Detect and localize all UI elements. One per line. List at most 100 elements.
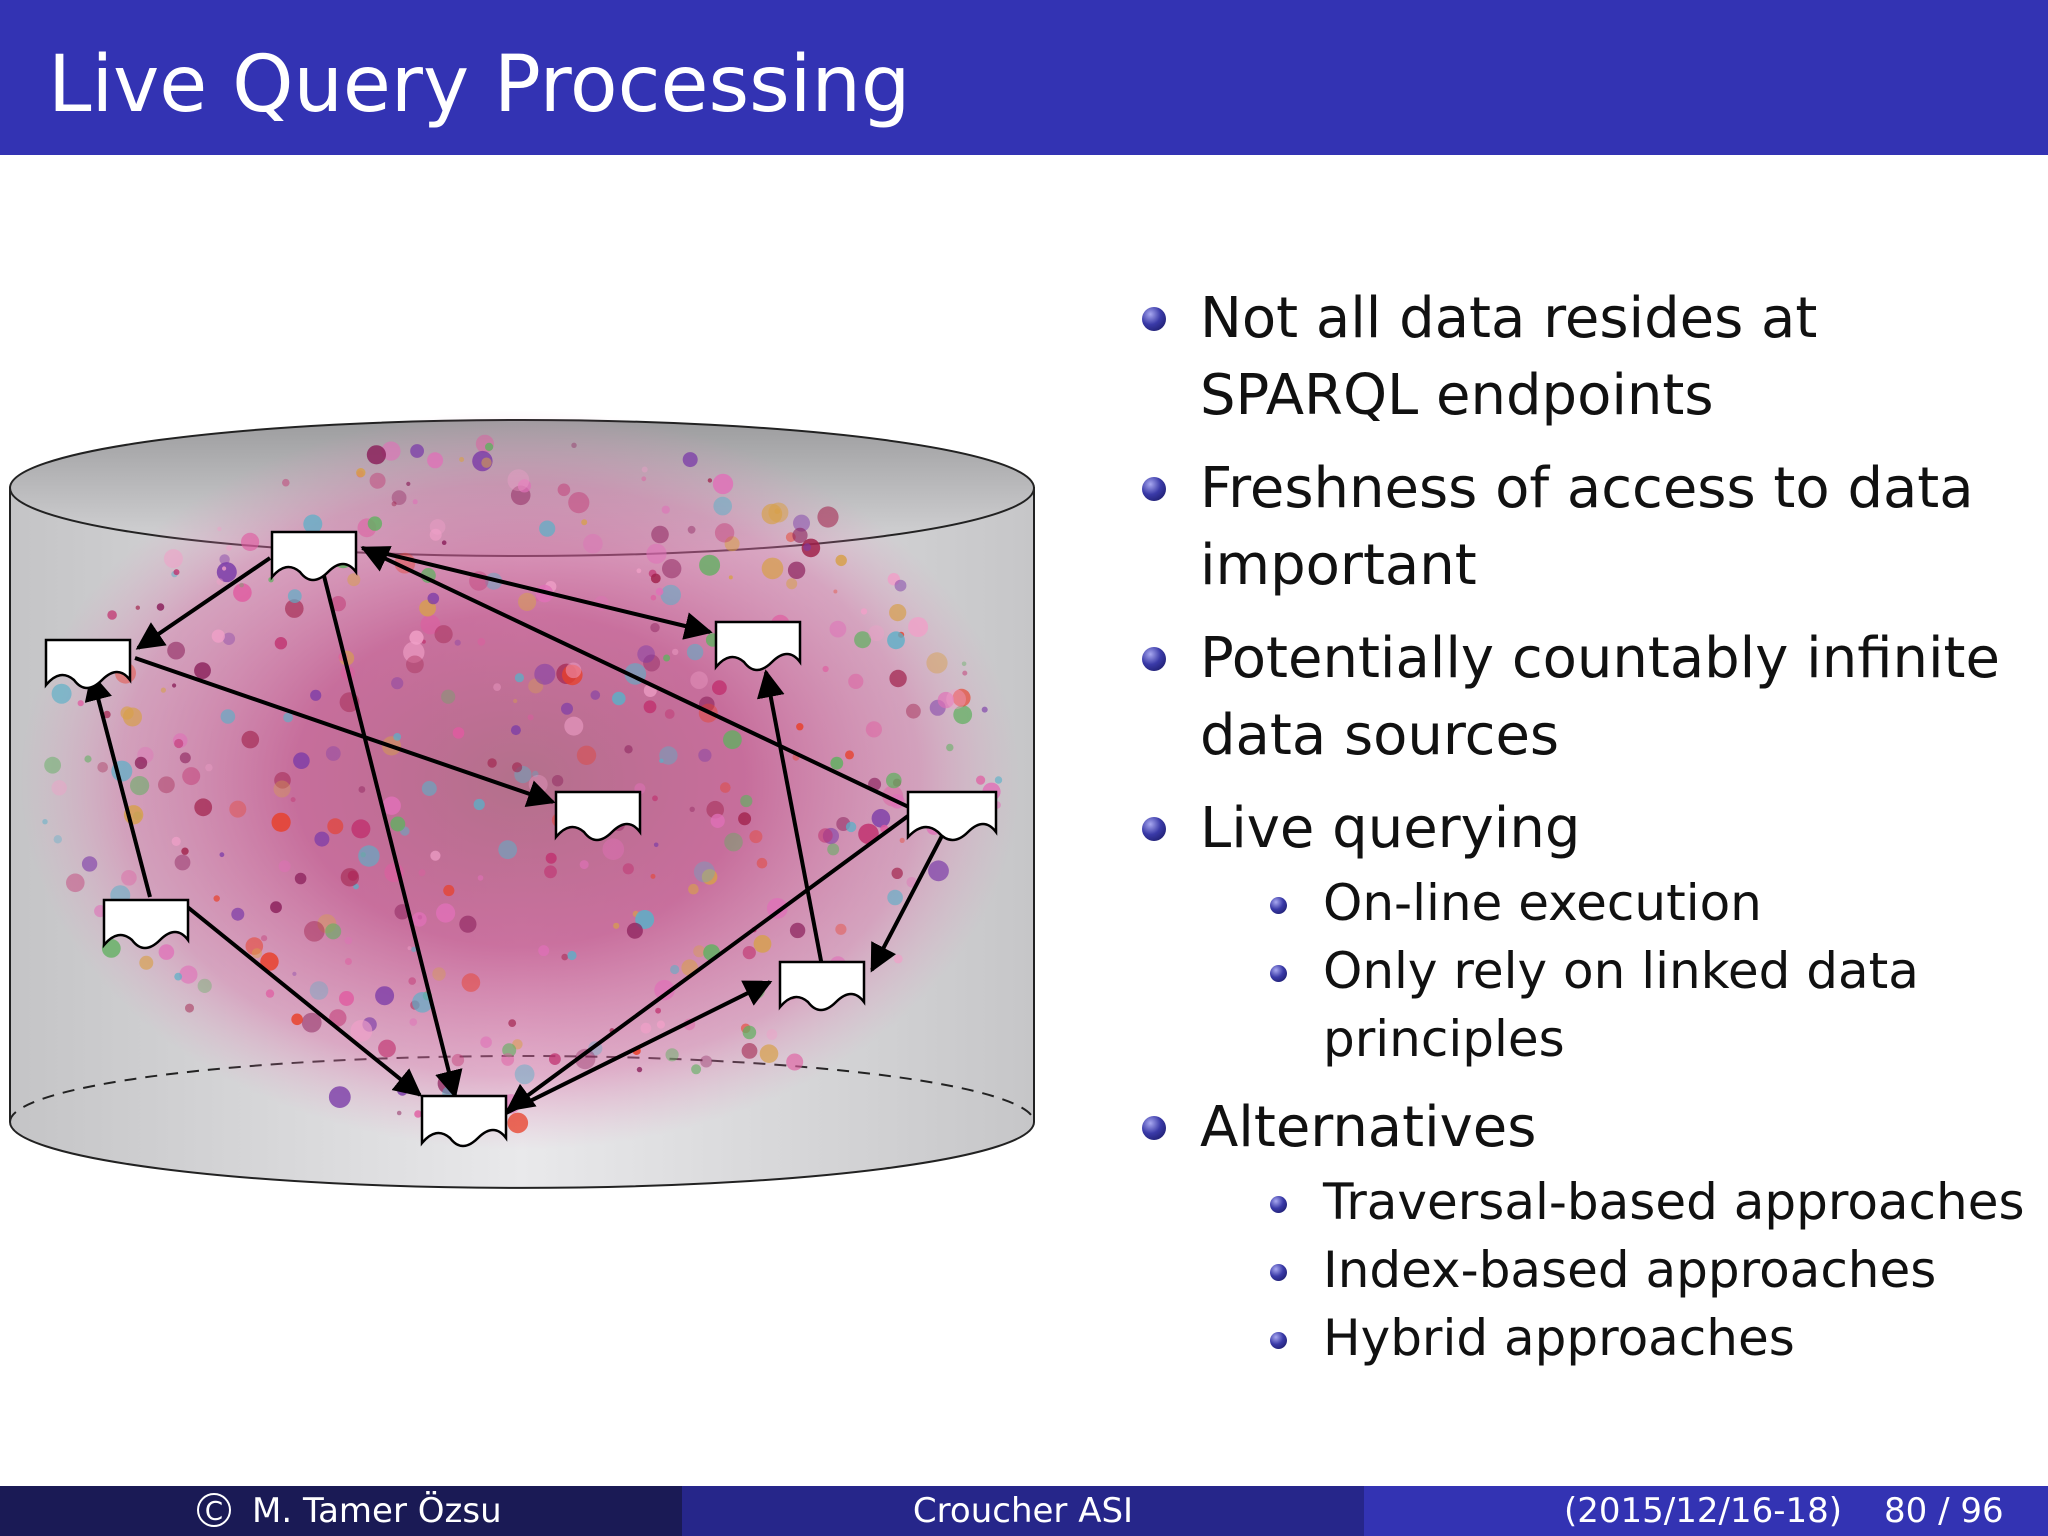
cloud-node (229, 800, 247, 818)
cloud-node (251, 948, 262, 959)
cloud-node (643, 700, 657, 714)
cloud-node (643, 654, 661, 672)
cloud-node (691, 1064, 702, 1075)
cloud-node (222, 566, 227, 571)
cloud-node (158, 944, 175, 960)
document-icon (778, 960, 866, 1012)
cloud-node (501, 1053, 515, 1066)
sub-bullet-text: Hybrid approaches (1323, 1309, 1795, 1367)
cloud-node (749, 830, 763, 844)
cloud-node (216, 578, 224, 585)
cloud-node (420, 614, 441, 635)
cloud-node (310, 689, 322, 701)
cloud-node (344, 958, 352, 965)
footer-page-number: 80 / 96 (1884, 1491, 2004, 1531)
document-icon (714, 620, 802, 672)
document-icon (906, 790, 998, 842)
cloud-node (412, 499, 418, 505)
footer-author: M. Tamer Özsu (252, 1491, 502, 1531)
cloud-node (477, 875, 484, 881)
cloud-node (976, 775, 986, 785)
cloud-node (84, 755, 92, 763)
cloud-node (194, 662, 211, 679)
cloud-node (576, 745, 597, 765)
cloud-node (135, 605, 140, 610)
bullet-item: Freshness of access to data important (1130, 450, 2030, 604)
cloud-node (432, 967, 446, 981)
cloud-node (408, 977, 417, 985)
cloud-node (700, 1055, 713, 1068)
cloud-node (894, 579, 907, 592)
cloud-node (682, 452, 698, 468)
cloud-node (886, 772, 902, 789)
cloud-node (565, 662, 582, 679)
cloud-node (498, 840, 518, 860)
cloud-node (532, 770, 539, 778)
cloud-node (612, 691, 626, 706)
cloud-node (871, 809, 891, 828)
cloud-node (42, 819, 48, 825)
cloud-node (411, 946, 417, 953)
cloud-node (77, 700, 84, 707)
cloud-node (761, 557, 784, 580)
cloud-node (689, 806, 695, 812)
cloud-node (179, 965, 198, 984)
bullet-ball-icon (1270, 897, 1287, 914)
cloud-node (270, 901, 282, 914)
cloud-node (613, 922, 620, 929)
cloud-node (81, 856, 98, 872)
cloud-node (436, 903, 456, 923)
sub-bullet-text: Index-based approaches (1323, 1241, 1937, 1299)
sub-bullet-item: Hybrid approaches (1130, 1304, 2030, 1372)
bullet-ball-icon (1270, 965, 1287, 982)
footer-date: (2015/12/16-18) (1564, 1491, 1843, 1531)
cloud-node (590, 690, 601, 700)
cloud-node (887, 889, 903, 906)
sub-bullet-text: Traversal-based approaches (1323, 1173, 2025, 1231)
cloud-node (274, 772, 291, 789)
cloud-node (962, 670, 968, 676)
bullet-ball-icon (1142, 817, 1166, 841)
cloud-node (622, 863, 634, 875)
cloud-node (786, 1053, 804, 1071)
cloud-node (889, 669, 907, 688)
cloud-node (637, 645, 655, 663)
cloud-node (194, 798, 213, 817)
cloud-node (182, 767, 201, 786)
footer-author-section: C M. Tamer Özsu (0, 1486, 682, 1536)
cloud-node (325, 923, 342, 940)
cloud-node (412, 992, 433, 1013)
cloud-node (845, 750, 854, 760)
cloud-node (539, 520, 556, 537)
cloud-node (818, 828, 833, 843)
cloud-node (414, 1110, 422, 1118)
cloud-node (219, 554, 230, 565)
cloud-node (452, 727, 465, 739)
cloud-node (340, 868, 360, 887)
cloud-node (344, 936, 353, 945)
sub-bullet-list: Traversal-based approaches Index-based a… (1200, 1168, 2030, 1372)
cloud-node (665, 1048, 679, 1062)
cloud-node (710, 813, 725, 828)
cloud-node (350, 1019, 373, 1042)
linked-data-cylinder-figure (0, 400, 1050, 1200)
cloud-node (740, 794, 753, 808)
cloud-node (796, 723, 804, 731)
bullet-list: Not all data resides at SPARQL endpoints… (1130, 280, 2030, 1388)
footer-event: Croucher ASI (912, 1491, 1134, 1531)
cloud-node (507, 1112, 529, 1134)
cloud-node (285, 599, 304, 618)
cloud-node (662, 559, 682, 579)
cloud-node (369, 472, 386, 489)
cloud-node (720, 782, 731, 793)
document-icon (102, 898, 190, 950)
cloud-node (459, 915, 477, 933)
cloud-node (833, 589, 838, 594)
sub-bullet-item: Only rely on linked data principles (1130, 937, 2030, 1073)
cloud-node (241, 532, 260, 551)
cloud-node (233, 583, 252, 602)
cloud-node (396, 1110, 402, 1116)
sub-bullet-item: On-line execution (1130, 869, 2030, 937)
cloud-node (163, 549, 183, 569)
cloud-node (514, 673, 525, 683)
